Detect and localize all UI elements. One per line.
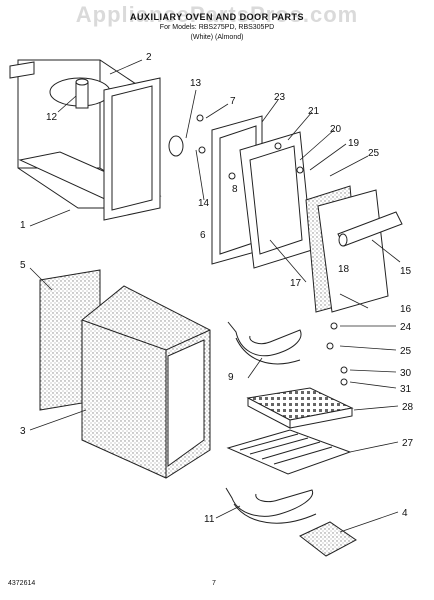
callout-11: 4 — [402, 508, 408, 519]
callout-12: 12 — [46, 112, 58, 123]
callout-31: 31 — [400, 384, 412, 395]
callout-19: 19 — [348, 138, 360, 149]
callout-18: 18 — [338, 264, 350, 275]
callout-1: 1 — [20, 220, 26, 231]
grommet — [168, 135, 184, 157]
watermark: AppliancePartsPros.com — [75, 2, 359, 27]
hinge-bracket — [9, 61, 35, 79]
callout-16: 17 — [290, 278, 302, 289]
broil-pan — [246, 387, 354, 429]
bottom-plate — [299, 521, 357, 557]
insulation-box — [81, 285, 211, 479]
callout-13: 13 — [190, 78, 202, 89]
leader-lines — [29, 59, 401, 533]
callout-20: 20 — [330, 124, 342, 135]
bake-burner — [49, 77, 111, 109]
broil-element — [227, 321, 302, 365]
page-number: 7 — [212, 580, 216, 587]
callout-28: 28 — [402, 402, 414, 413]
callout-27: 27 — [402, 438, 414, 449]
callout-7: 7 — [230, 96, 236, 107]
callout-4: 5 — [20, 260, 26, 271]
callout-25: 25 — [400, 346, 412, 357]
models-line: For Models: RBS275PD, RBS305PD — [159, 24, 275, 31]
doc-number: 4372614 — [8, 580, 36, 587]
outer-door-panel — [317, 189, 389, 313]
colors-line: (White) (Almond) — [190, 34, 244, 41]
callout-15: 16 — [400, 304, 412, 315]
callout-24: 24 — [400, 322, 412, 333]
callout-3: 3 — [20, 426, 26, 437]
callout-14: 14 — [198, 198, 210, 209]
callout-21: 21 — [308, 106, 320, 117]
front-frame — [103, 77, 161, 221]
callout-17: 15 — [400, 266, 412, 277]
callout-labels: 2 13 7 23 21 20 19 25 12 8 14 1 18 17 15… — [20, 52, 414, 525]
bake-element — [225, 487, 317, 524]
door-handle — [337, 211, 403, 247]
callout-6: 8 — [232, 184, 238, 195]
callout-30: 30 — [400, 368, 412, 379]
callout-2: 2 — [146, 52, 152, 63]
callout-23: 23 — [274, 92, 286, 103]
broil-grid — [226, 429, 352, 475]
diagram-title: AUXILIARY OVEN AND DOOR PARTS — [129, 12, 304, 22]
callout-8: 9 — [228, 372, 234, 383]
callout-5: 6 — [200, 230, 206, 241]
small-hardware — [196, 114, 348, 386]
callout-9: 11 — [204, 514, 215, 525]
callout-25-top: 25 — [368, 148, 380, 159]
